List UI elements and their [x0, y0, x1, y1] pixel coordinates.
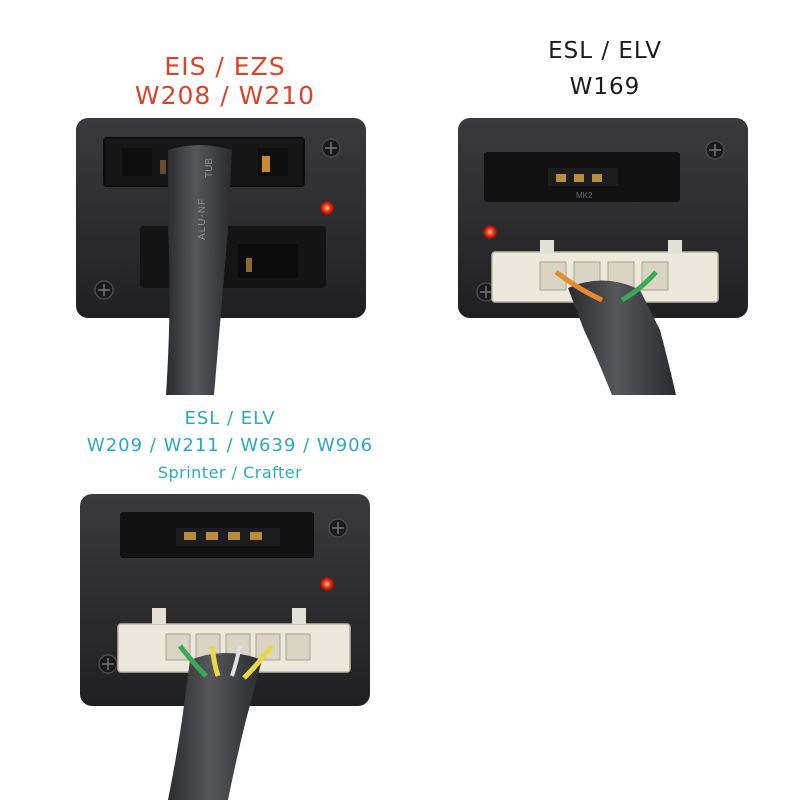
cable	[168, 653, 262, 800]
device-esl-elv-w209	[80, 494, 370, 800]
panel3-title-line2: W209 / W211 / W639 / W906	[86, 435, 374, 456]
cable	[166, 145, 232, 395]
wire-orange	[554, 269, 604, 303]
panel3-title-line3: Sprinter / Crafter	[157, 463, 303, 482]
svg-text:TUB: TUB	[204, 158, 215, 178]
wire-green	[620, 270, 658, 303]
status-led	[320, 201, 334, 215]
panel3-title-line1: ESL / ELV	[184, 408, 276, 429]
panel2-title-line2: W169	[569, 74, 641, 100]
panel2-title-line1: ESL / ELV	[548, 38, 662, 64]
status-led	[483, 225, 497, 239]
cable-print: ALU-NF	[197, 198, 208, 240]
wire-green	[178, 644, 208, 678]
wire-white	[230, 645, 242, 677]
device-esl-elv-w169: MK2	[458, 118, 748, 395]
status-led	[320, 577, 334, 591]
cable	[568, 280, 676, 395]
wire-yellow	[209, 645, 221, 677]
socket-bottom	[140, 226, 326, 288]
connector-mark: MK2	[576, 191, 593, 200]
panel1-title-line2: W208 / W210	[134, 81, 316, 110]
device-eis-ezs: ALU-NF TUB	[76, 118, 366, 395]
panel1-title-line1: EIS / EZS	[164, 52, 286, 81]
wire-yellow	[242, 644, 274, 680]
